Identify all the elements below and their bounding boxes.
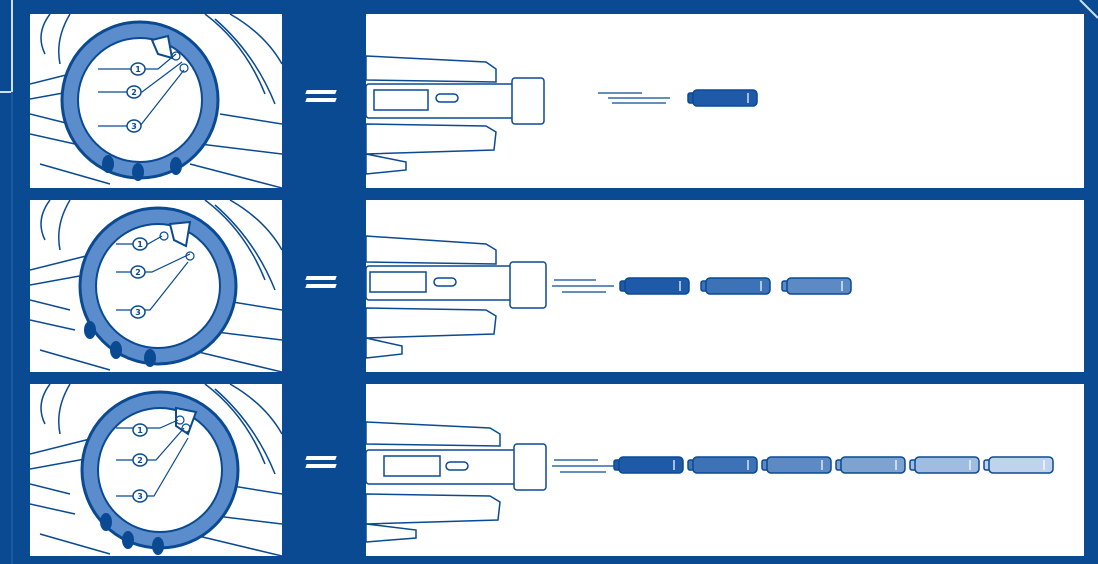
foam-dart-icon — [983, 456, 1054, 474]
dart-group — [613, 456, 1054, 474]
dial-label-3: 3 — [135, 308, 141, 317]
foam-dart-icon — [613, 456, 684, 474]
dial-label-3: 3 — [137, 492, 143, 501]
foam-dart-icon — [619, 277, 690, 295]
dial-label-2: 2 — [135, 268, 141, 277]
dart-group — [687, 89, 758, 107]
equals-sign-icon — [305, 456, 337, 468]
foam-dart-icon — [781, 277, 852, 295]
motion-lines-icon — [552, 279, 614, 293]
blaster-barrel-icon — [366, 235, 547, 359]
dial-label-2: 2 — [131, 88, 137, 97]
mode-dial-icon: 1 2 3 — [30, 200, 282, 372]
motion-lines-icon — [552, 459, 614, 473]
motion-lines-icon — [598, 92, 670, 104]
dial-panel: 1 2 3 — [30, 200, 282, 372]
dial-panel: 1 2 3 — [30, 384, 282, 556]
dial-label-1: 1 — [135, 65, 141, 74]
foam-dart-icon — [835, 456, 906, 474]
dial-label-2: 2 — [137, 456, 143, 465]
foam-dart-icon — [687, 89, 758, 107]
mode-dial-icon: 1 2 3 — [30, 14, 282, 188]
dart-group — [619, 277, 852, 295]
dial-label-1: 1 — [137, 240, 143, 249]
blaster-barrel-icon — [366, 421, 547, 543]
dial-panel: 1 2 3 — [30, 14, 282, 188]
foam-dart-icon — [761, 456, 832, 474]
foam-dart-icon — [909, 456, 980, 474]
mode-dial-icon: 1 2 3 — [30, 384, 282, 556]
foam-dart-icon — [687, 456, 758, 474]
blaster-barrel-icon — [366, 55, 545, 175]
dial-label-3: 3 — [131, 122, 137, 131]
foam-dart-icon — [700, 277, 771, 295]
firing-panel — [366, 200, 1084, 372]
firing-panel — [366, 384, 1084, 556]
firing-panel — [366, 14, 1084, 188]
dial-label-1: 1 — [137, 426, 143, 435]
